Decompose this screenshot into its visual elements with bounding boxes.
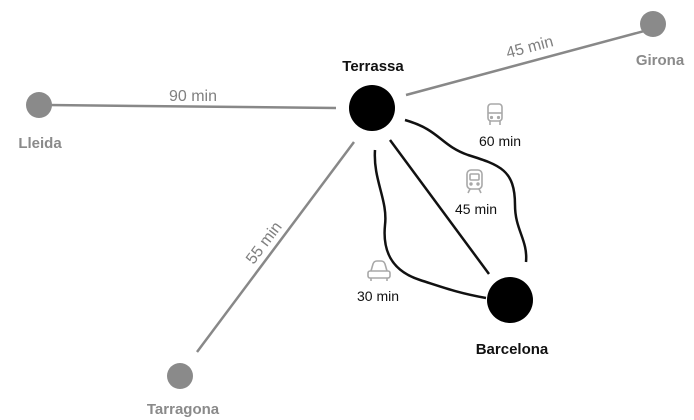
- route-line-barcelona-car: [373, 149, 487, 300]
- route-label-barcelona-train: 45 min: [455, 201, 497, 217]
- route-label-barcelona-bus: 60 min: [479, 133, 521, 149]
- city-label-girona: Girona: [636, 52, 685, 69]
- route-line-barcelona-bus: [404, 118, 528, 263]
- city-label-tarragona: Tarragona: [147, 401, 220, 418]
- route-label-barcelona-car: 30 min: [357, 288, 399, 304]
- route-line-lleida: [47, 103, 337, 110]
- city-node-girona: [640, 11, 666, 37]
- route-label-lleida: 90 min: [169, 88, 217, 105]
- city-node-tarragona: [167, 363, 193, 389]
- car-icon: [367, 260, 391, 281]
- city-node-lleida: [26, 92, 52, 118]
- route-line-girona: [405, 28, 649, 97]
- city-label-barcelona: Barcelona: [476, 341, 549, 358]
- city-node-barcelona: [487, 277, 533, 323]
- route-line-barcelona-train: [388, 139, 491, 275]
- bus-icon: [487, 103, 503, 125]
- train-icon: [466, 169, 483, 194]
- city-label-lleida: Lleida: [18, 135, 62, 152]
- city-label-terrassa: Terrassa: [342, 58, 404, 75]
- route-line-tarragona: [195, 141, 356, 353]
- city-node-terrassa: [349, 85, 395, 131]
